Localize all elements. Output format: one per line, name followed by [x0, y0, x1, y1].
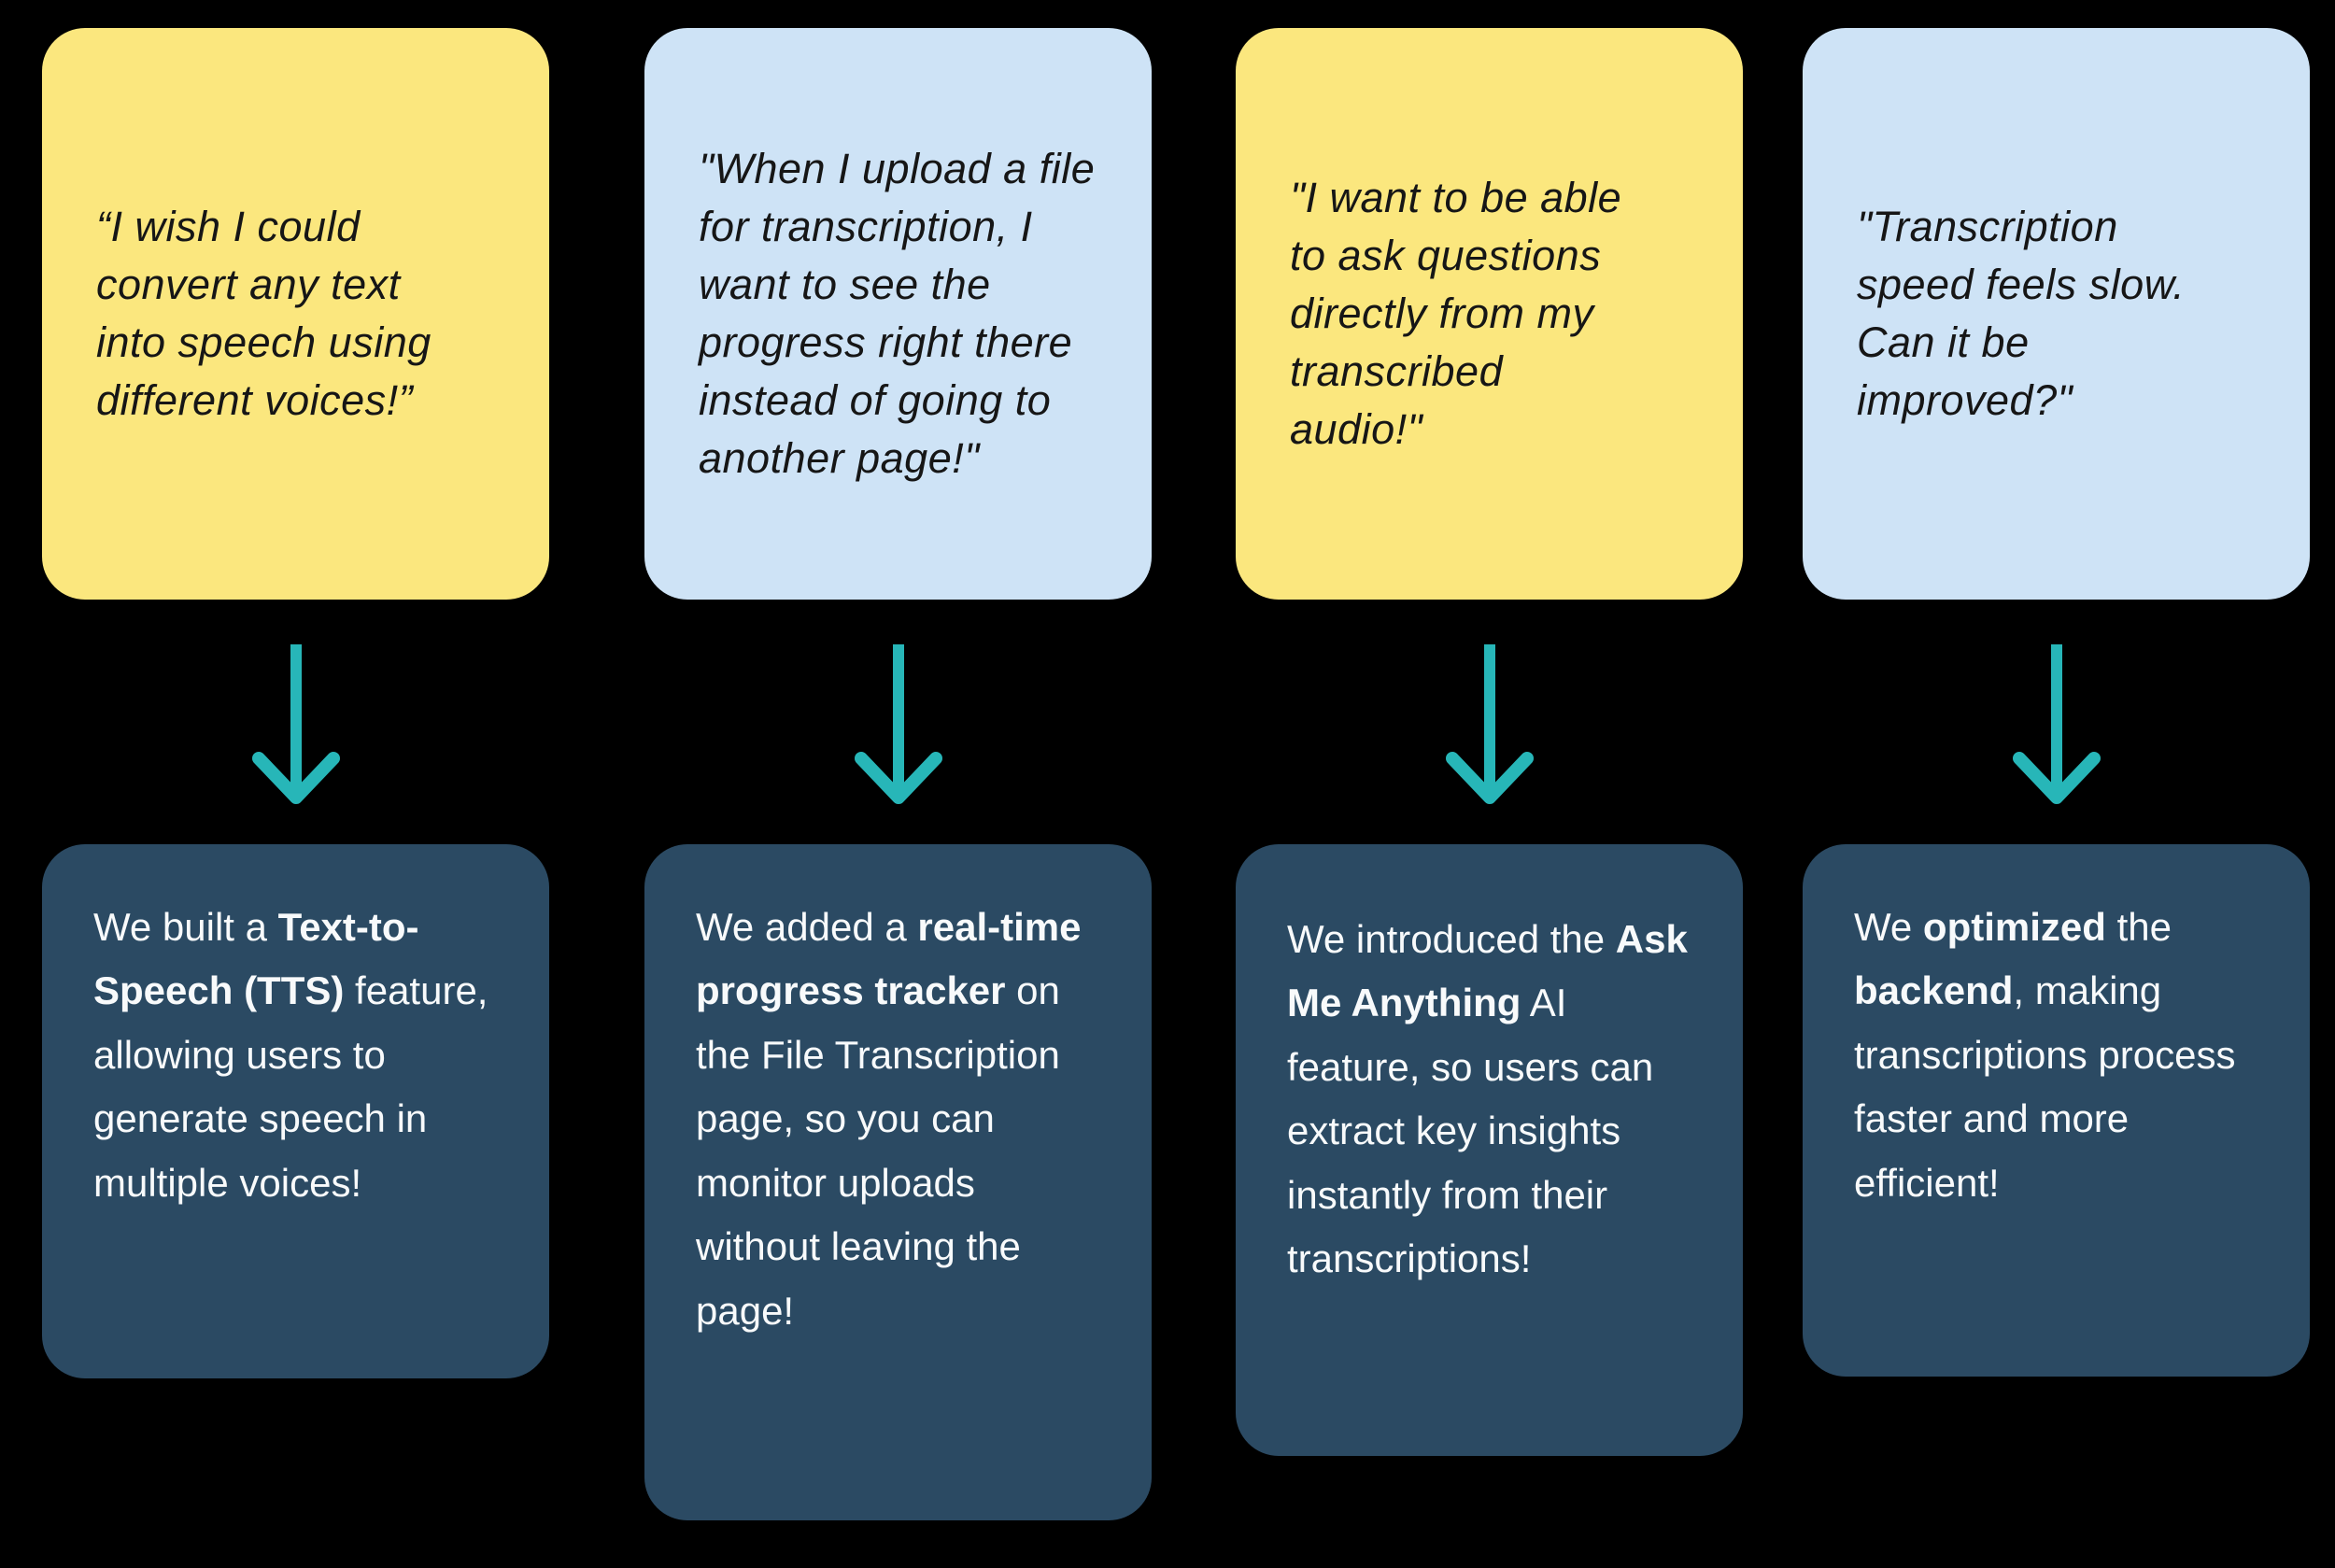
user-quote-card-3: "I want to be able to ask questions dire…	[1236, 28, 1743, 600]
user-quote-text: “I wish I could convert any text into sp…	[96, 202, 432, 425]
feature-response-card-1: We built a Text-to-Speech (TTS) feature,…	[42, 844, 549, 1378]
arrow-container	[240, 641, 352, 814]
feedback-column-4: "Transcription speed feels slow. Can it …	[1803, 0, 2310, 1377]
user-quote-card-1: “I wish I could convert any text into sp…	[42, 28, 549, 600]
feature-response-text: We optimized the backend, making transcr…	[1854, 905, 2236, 1205]
feature-response-card-2: We added a real-time progress tracker on…	[644, 844, 1152, 1520]
feature-response-card-3: We introduced the Ask Me Anything AI fea…	[1236, 844, 1743, 1456]
user-quote-text: "Transcription speed feels slow. Can it …	[1857, 202, 2186, 425]
down-arrow-icon	[251, 644, 340, 804]
user-quote-card-4: "Transcription speed feels slow. Can it …	[1803, 28, 2310, 600]
feature-response-text: We introduced the Ask Me Anything AI fea…	[1287, 917, 1688, 1281]
feedback-column-3: "I want to be able to ask questions dire…	[1236, 0, 1743, 1456]
down-arrow-icon	[2012, 644, 2101, 804]
down-arrow-icon	[1445, 644, 1534, 804]
feature-response-card-4: We optimized the backend, making transcr…	[1803, 844, 2310, 1377]
user-quote-text: "When I upload a file for transcription,…	[699, 144, 1096, 483]
arrow-container	[2001, 641, 2113, 814]
feedback-column-2: "When I upload a file for transcription,…	[644, 0, 1152, 1520]
feature-response-text: We built a Text-to-Speech (TTS) feature,…	[93, 905, 488, 1205]
user-quote-text: "I want to be able to ask questions dire…	[1290, 173, 1622, 454]
down-arrow-icon	[854, 644, 942, 804]
arrow-container	[842, 641, 955, 814]
feature-response-text: We added a real-time progress tracker on…	[696, 905, 1082, 1333]
feedback-column-1: “I wish I could convert any text into sp…	[42, 0, 549, 1378]
arrow-container	[1434, 641, 1546, 814]
user-quote-card-2: "When I upload a file for transcription,…	[644, 28, 1152, 600]
